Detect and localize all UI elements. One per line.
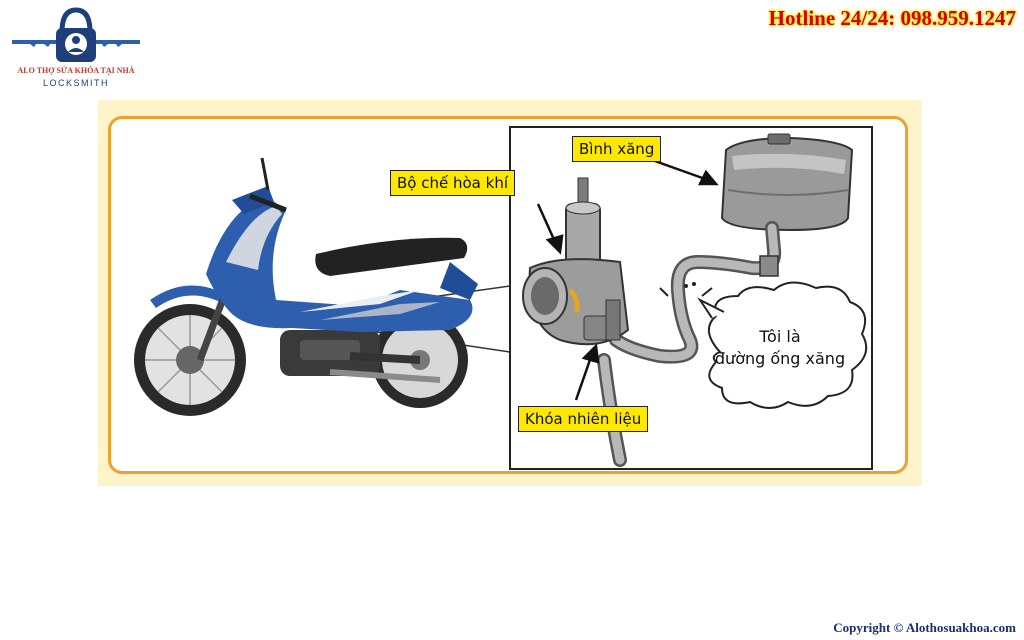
speech-bubble-text: Tôi là đường ống xăng	[700, 326, 860, 370]
bubble-line-2: đường ống xăng	[714, 349, 846, 368]
label-carburetor: Bộ chế hòa khí	[390, 170, 515, 196]
bubble-line-1: Tôi là	[759, 327, 801, 346]
label-fuel-valve: Khóa nhiên liệu	[518, 406, 649, 432]
copyright-text[interactable]: Copyright © Alothosuakhoa.com	[833, 620, 1016, 635]
carburetor-icon	[522, 177, 630, 346]
label-arrows	[536, 158, 719, 401]
locksmith-logo-icon	[12, 7, 140, 62]
speech-bubble-tail	[697, 297, 725, 319]
brand-logo[interactable]: ALO THỢ SỬA KHÓA TẠI NHÀ LOCKSMITH	[6, 4, 146, 88]
label-fuel-tank: Bình xăng	[572, 136, 662, 162]
logo-title: ALO THỢ SỬA KHÓA TẠI NHÀ	[17, 66, 135, 75]
fuel-tank-icon	[720, 133, 854, 232]
motorcycle-icon	[134, 157, 478, 416]
hotline-text[interactable]: Hotline 24/24: 098.959.1247	[768, 6, 1016, 30]
fuel-line-face	[659, 282, 713, 297]
logo-subtitle: LOCKSMITH	[42, 78, 109, 88]
speech-bubble-icon	[708, 281, 868, 409]
